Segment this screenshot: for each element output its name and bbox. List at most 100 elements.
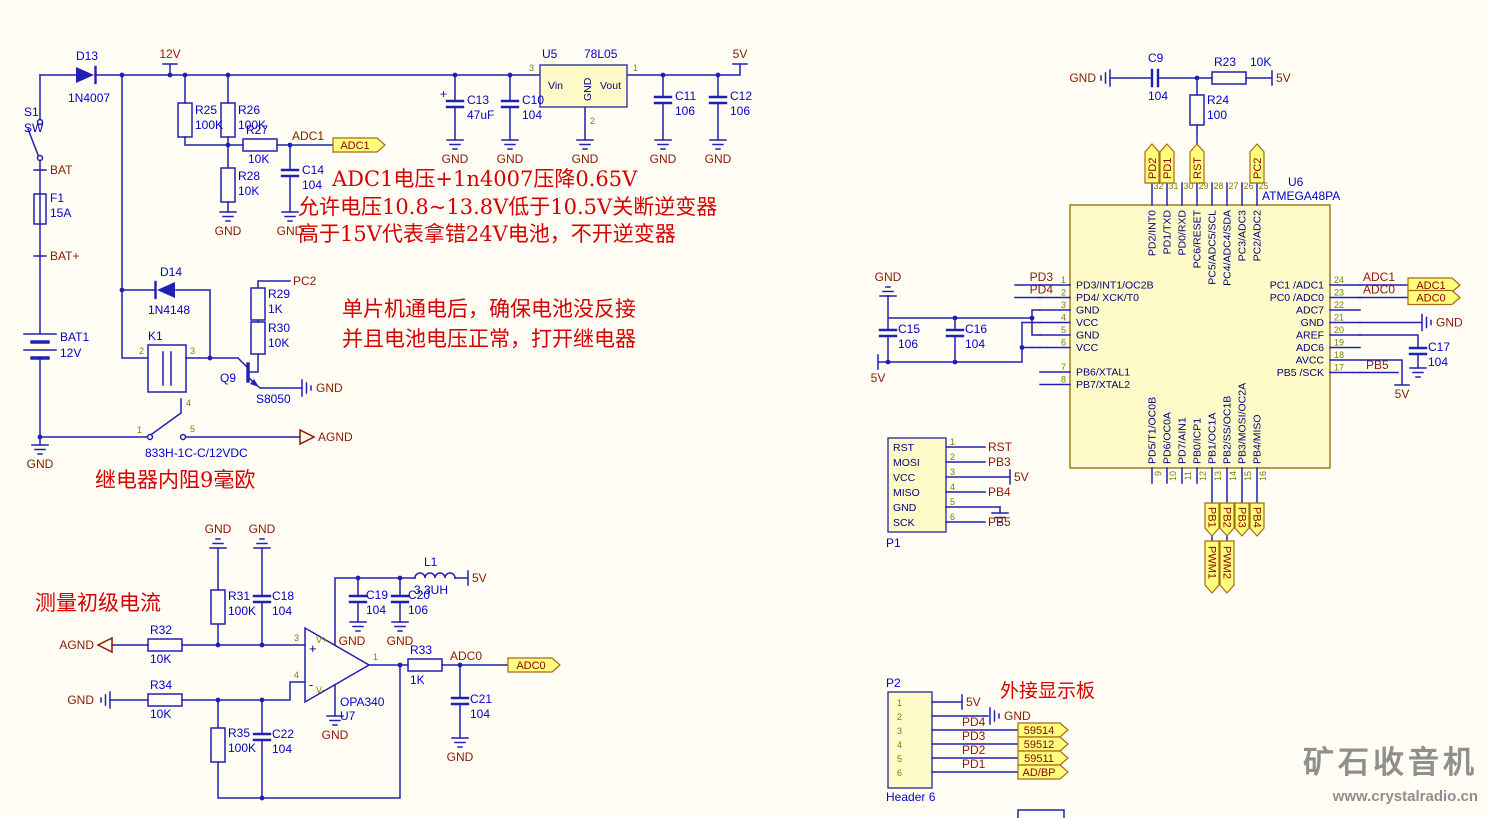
c15-ref: C15 <box>898 322 920 336</box>
l1-ref: L1 <box>424 555 438 569</box>
u6-left-pin-name: PD4/ XCK/T0 <box>1076 292 1139 304</box>
r31-resistor <box>210 589 226 625</box>
u6-left-pin-number: 4 <box>1061 313 1066 323</box>
d13-value: 1N4007 <box>68 91 110 105</box>
k1-pin3: 3 <box>190 346 195 356</box>
u6-part: ATMEGA48PA <box>1262 189 1340 203</box>
p1-net-pb3: PB3 <box>988 455 1011 469</box>
p1-pin-number: 6 <box>950 512 955 522</box>
junction-dot <box>952 315 958 321</box>
watermark-url: www.crystalradio.cn <box>1332 788 1478 805</box>
p2-pin-number: 6 <box>897 768 902 778</box>
u6-top-pin-number: 32 <box>1154 181 1164 191</box>
gnd-label: GND <box>67 693 94 707</box>
c22-value: 104 <box>272 742 292 756</box>
display-flag-label: 59512 <box>1024 739 1055 751</box>
agnd-arrow <box>299 428 316 446</box>
p1-pin-number: 4 <box>950 482 955 492</box>
r29-value: 1K <box>268 302 283 316</box>
gnd-label: GND <box>875 270 902 284</box>
p2-pin-number: 3 <box>897 726 902 736</box>
gnd-label: GND <box>387 634 414 648</box>
r34-ref: R34 <box>150 678 172 692</box>
c20-ref: C20 <box>408 588 430 602</box>
bat1-value: 12V <box>60 346 81 360</box>
annotations: ADC1电压+1n4007压降0.65V 允许电压10.8~13.8V低于10.… <box>35 167 1095 702</box>
u6-bottom-pin-number: 14 <box>1228 471 1238 481</box>
r30-resistor <box>250 321 266 355</box>
junction-dot <box>397 662 403 668</box>
p2-footer: Header 6 <box>886 790 936 804</box>
p1-ref: P1 <box>886 536 901 550</box>
r34-value: 10K <box>150 707 171 721</box>
c17-value: 104 <box>1428 355 1448 369</box>
capacitor-plates <box>878 68 1428 356</box>
u7-pin3-number: 3 <box>294 633 299 643</box>
k1-contact-dot <box>146 433 154 441</box>
junction-dot <box>215 697 221 703</box>
k1-relay-body <box>147 344 187 393</box>
p1-pin-name: GND <box>893 502 917 514</box>
u5-part: 78L05 <box>584 47 618 61</box>
p1-pin-name: VCC <box>893 472 916 484</box>
p1-pin-number: 2 <box>950 452 955 462</box>
u6-bottom-pin-name: PD5/T1/OC0B <box>1147 397 1159 464</box>
adc0-net-label: ADC0 <box>1363 283 1395 297</box>
p2-net-pd1: PD1 <box>962 757 986 771</box>
u6-left-pin-number: 3 <box>1061 300 1066 310</box>
l1-inductor <box>414 572 456 579</box>
r31-value: 100K <box>228 604 256 618</box>
l1-value: 3.3UH <box>414 583 448 597</box>
u6-right-pin-number: 17 <box>1334 363 1344 373</box>
gnd-label: GND <box>277 224 304 238</box>
u6-top-pin-number: 27 <box>1229 181 1239 191</box>
u7-plus-input: + <box>309 641 317 656</box>
r28-value: 10K <box>238 184 259 198</box>
net-5v: 5V <box>1276 71 1291 85</box>
batplus-net-label: BAT+ <box>50 249 79 263</box>
c14-ref: C14 <box>302 163 324 177</box>
annotation-current-note: 测量初级电流 <box>35 591 161 615</box>
junction-dot <box>207 355 213 361</box>
gnd-label: GND <box>572 152 599 166</box>
u6-left-pin-number: 8 <box>1061 375 1066 385</box>
power-wires <box>39 63 748 213</box>
gnd-label: GND <box>650 152 677 166</box>
u7-ref: U7 <box>340 709 356 723</box>
junction-dot <box>225 72 231 78</box>
p2-header-body <box>887 691 933 789</box>
u6-mcu-body <box>1069 204 1331 469</box>
r30-value: 10K <box>268 336 289 350</box>
net-5v: 5V <box>733 47 748 61</box>
p1-net-rst: RST <box>988 440 1013 454</box>
u6-top-pin-name: PC5/ADC5/SCL <box>1207 210 1219 285</box>
junction-dot <box>1029 315 1035 321</box>
junction-dot <box>507 72 513 78</box>
junction-dot <box>259 642 265 648</box>
p1-pin-number: 5 <box>950 497 955 507</box>
u5-pin1-number: 1 <box>633 63 638 73</box>
u6-bottom-pin-number: 11 <box>1183 471 1193 480</box>
u7-vminus: V- <box>316 685 325 695</box>
u6-left-pin-number: 2 <box>1061 288 1066 298</box>
u6-top-pin-name: PD2/INT0 <box>1147 210 1159 256</box>
u6-right-pin-name: PB5 /SCK <box>1277 367 1324 379</box>
adc1-flag <box>332 137 386 153</box>
u6-top-pin-number: 29 <box>1199 181 1209 191</box>
display-flag-label: AD/BP <box>1022 767 1055 779</box>
junction-dot <box>287 142 293 148</box>
u6-top-pin-name: PC3/ADC3 <box>1237 210 1249 262</box>
r33-value: 1K <box>410 673 425 687</box>
opamp-section: ADC0 GND GND R31 100K C18 104 R32 10K AG… <box>59 522 561 799</box>
s1-switch-contact <box>36 154 44 162</box>
p2-pin-number: 4 <box>897 740 902 750</box>
junction-dot <box>355 575 361 581</box>
r32-value: 10K <box>150 652 171 666</box>
u5-pin-gnd: GND <box>582 77 594 101</box>
r23-ref: R23 <box>1214 55 1236 69</box>
s1-value: SW <box>24 121 44 135</box>
u7-pin4-number: 4 <box>294 670 299 680</box>
